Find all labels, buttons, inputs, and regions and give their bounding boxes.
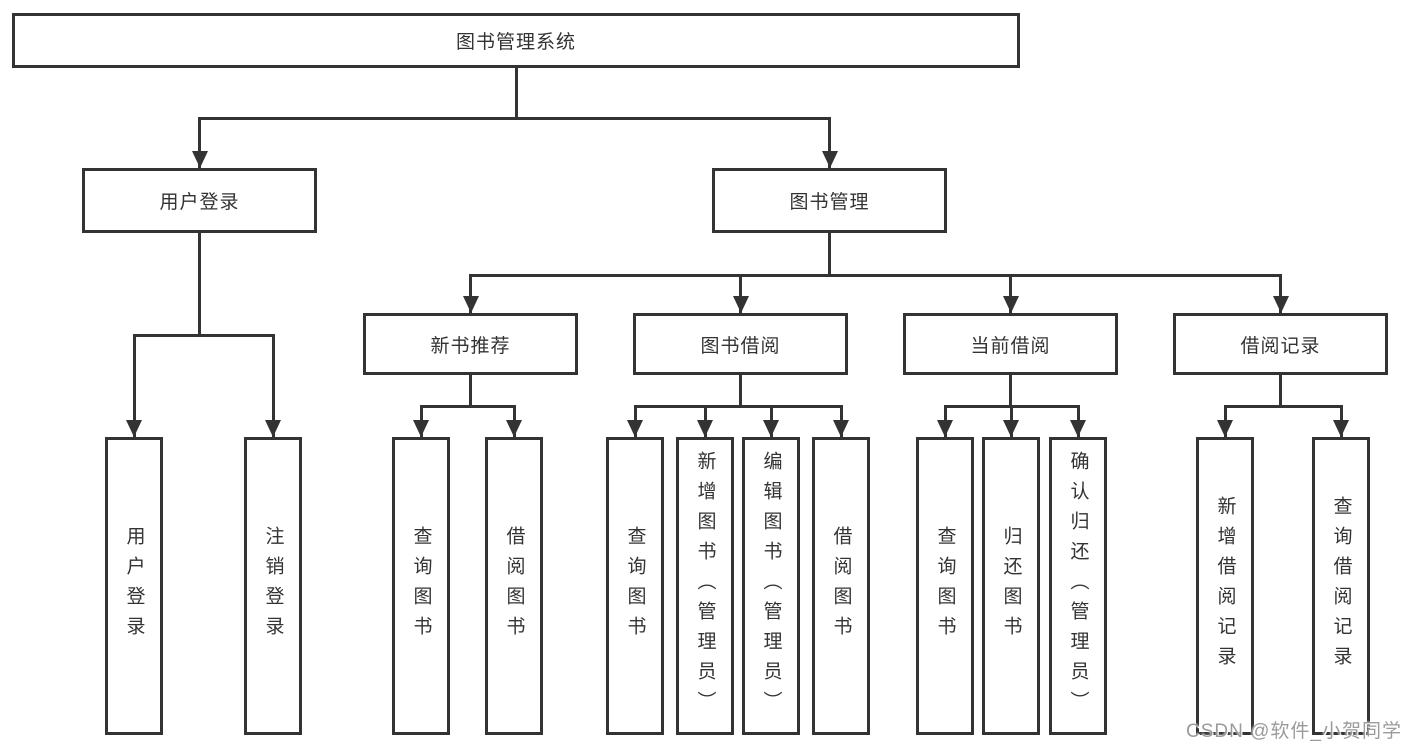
node-label: 查询图书 xyxy=(934,526,956,646)
connector-drop xyxy=(828,118,831,168)
arrowhead-down-icon xyxy=(126,420,142,437)
node-label: 新书推荐 xyxy=(430,335,511,357)
arrowhead-down-icon xyxy=(833,420,849,437)
connector-drop xyxy=(271,335,275,437)
arrowhead-down-icon xyxy=(265,420,281,437)
node-query-books-current: 查询图书 xyxy=(916,437,974,735)
connector-stem xyxy=(828,233,831,277)
node-label: 归还图书 xyxy=(1000,526,1022,646)
connector-drop xyxy=(198,118,201,168)
node-new-book-recommend: 新书推荐 xyxy=(363,313,578,375)
node-label: 编辑图书（管理员） xyxy=(760,451,782,721)
arrowhead-down-icon xyxy=(191,151,208,168)
node-add-books-admin: 新增图书（管理员） xyxy=(676,437,734,735)
node-book-management: 图书管理 xyxy=(712,168,947,233)
node-label: 确认归还（管理员） xyxy=(1067,451,1089,721)
node-label: 查询图书 xyxy=(624,526,646,646)
node-add-borrow-record: 新增借阅记录 xyxy=(1196,437,1254,735)
connector-drop xyxy=(469,275,472,313)
arrowhead-down-icon xyxy=(1217,420,1233,437)
connector-drop xyxy=(1279,275,1282,313)
connector-rail xyxy=(633,404,843,408)
node-root: 图书管理系统 xyxy=(12,13,1020,68)
connector-stem xyxy=(1279,375,1282,408)
node-book-borrowing: 图书借阅 xyxy=(633,313,848,375)
connector-stem xyxy=(469,375,472,408)
node-label: 借阅图书 xyxy=(830,526,852,646)
arrowhead-down-icon xyxy=(506,420,522,437)
node-label: 用户登录 xyxy=(159,192,240,213)
arrowhead-down-icon xyxy=(1002,296,1019,313)
node-confirm-return-admin: 确认归还（管理员） xyxy=(1049,437,1107,735)
node-query-borrow-record: 查询借阅记录 xyxy=(1312,437,1370,735)
node-borrowing-records: 借阅记录 xyxy=(1173,313,1388,375)
node-label: 借阅图书 xyxy=(503,526,525,646)
connector-drop xyxy=(739,275,742,313)
node-borrow-books-recommend: 借阅图书 xyxy=(485,437,543,735)
connector-stem xyxy=(1009,375,1012,408)
arrowhead-down-icon xyxy=(1070,420,1086,437)
node-current-borrowing: 当前借阅 xyxy=(903,313,1118,375)
node-query-books-recommend: 查询图书 xyxy=(392,437,450,735)
node-label: 用户登录 xyxy=(123,526,145,646)
arrowhead-down-icon xyxy=(697,420,713,437)
arrowhead-down-icon xyxy=(1333,420,1349,437)
node-label: 图书管理系统 xyxy=(455,32,576,53)
connector-stem xyxy=(198,233,201,337)
node-label: 当前借阅 xyxy=(970,335,1051,357)
arrowhead-down-icon xyxy=(413,420,429,437)
node-logout: 注销登录 xyxy=(244,437,302,735)
connector-rail xyxy=(1223,404,1343,408)
node-borrow-books-borrowing: 借阅图书 xyxy=(812,437,870,735)
arrowhead-down-icon xyxy=(732,296,749,313)
arrowhead-down-icon xyxy=(1003,420,1019,437)
node-label: 借阅记录 xyxy=(1240,335,1321,357)
arrowhead-down-icon xyxy=(1272,296,1289,313)
connector-rail xyxy=(198,116,831,120)
connector-drop xyxy=(1009,275,1012,313)
node-label: 新增图书（管理员） xyxy=(694,451,716,721)
connector-rail xyxy=(419,404,516,408)
node-user-login: 用户登录 xyxy=(105,437,163,735)
csdn-watermark: CSDN @软件_小贺同学 xyxy=(1186,721,1402,742)
node-edit-books-admin: 编辑图书（管理员） xyxy=(742,437,800,735)
connector-rail xyxy=(469,273,1282,277)
arrowhead-down-icon xyxy=(763,420,779,437)
arrowhead-down-icon xyxy=(821,151,838,168)
connector-rail xyxy=(132,333,275,337)
arrowhead-down-icon xyxy=(937,420,953,437)
node-label: 注销登录 xyxy=(262,526,284,646)
node-user-login-group: 用户登录 xyxy=(82,168,317,233)
arrowhead-down-icon xyxy=(462,296,479,313)
connector-stem xyxy=(514,68,518,120)
connector-drop xyxy=(132,335,136,437)
node-label: 查询图书 xyxy=(410,526,432,646)
node-label: 图书管理 xyxy=(789,192,870,213)
node-label: 查询借阅记录 xyxy=(1330,496,1352,676)
connector-stem xyxy=(739,375,742,408)
node-query-books-borrowing: 查询图书 xyxy=(606,437,664,735)
node-label: 新增借阅记录 xyxy=(1214,496,1236,676)
node-return-books: 归还图书 xyxy=(982,437,1040,735)
node-label: 图书借阅 xyxy=(700,335,781,357)
arrowhead-down-icon xyxy=(627,420,643,437)
